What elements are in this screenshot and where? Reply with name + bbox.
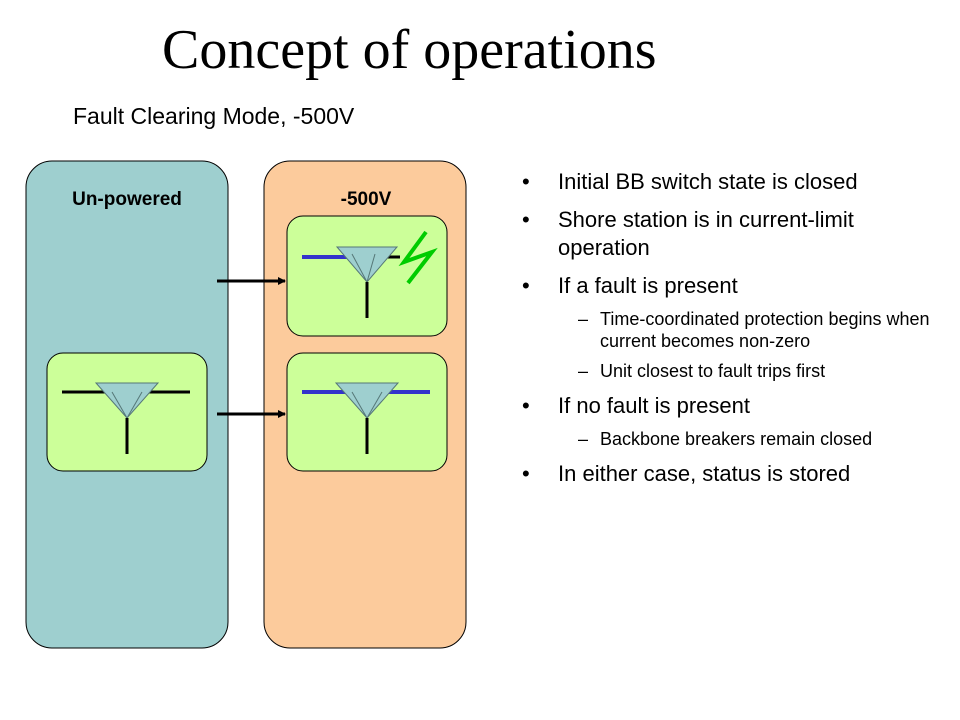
switch-icon	[302, 246, 400, 318]
bullet-item: • Shore station is in current-limit opera…	[520, 206, 940, 262]
bullet-list: • Initial BB switch state is closed • Shor…	[520, 168, 940, 498]
bullet-marker: •	[522, 169, 530, 194]
fault-lightning-icon	[398, 230, 438, 285]
bullet-item: • Initial BB switch state is closed	[520, 168, 940, 196]
sub-bullet-item: –Time-coordinated protection begins when…	[520, 308, 940, 352]
bullet-marker: •	[522, 207, 530, 232]
slide-title: Concept of operations	[162, 19, 657, 81]
sub-bullet-item: –Backbone breakers remain closed	[520, 428, 940, 450]
bullet-text: Initial BB switch state is closed	[558, 169, 858, 194]
energized-region-label: -500V	[341, 189, 392, 210]
bullet-marker: –	[578, 361, 589, 381]
bullet-text: In either case, status is stored	[558, 461, 851, 486]
switch-icon	[62, 382, 190, 454]
slide-subtitle: Fault Clearing Mode, -500V	[73, 103, 355, 129]
bullet-marker: •	[522, 393, 530, 418]
bullet-text: Backbone breakers remain closed	[600, 429, 873, 449]
bullet-marker: –	[578, 309, 589, 329]
bullet-item: • In either case, status is stored	[520, 460, 940, 488]
bullet-text: If no fault is present	[558, 393, 750, 418]
bullet-text: Shore station is in current-limit operat…	[558, 207, 854, 260]
bullet-text: Unit closest to fault trips first	[600, 361, 826, 381]
bullet-marker: –	[578, 429, 589, 449]
bullet-item: • If a fault is present	[520, 272, 940, 300]
bullet-marker: •	[522, 461, 530, 486]
bullet-text: If a fault is present	[558, 273, 738, 298]
switch-icon	[302, 382, 430, 454]
unpowered-region-label: Un-powered	[72, 189, 182, 210]
sub-bullet-item: –Unit closest to fault trips first	[520, 360, 940, 382]
bullet-item: • If no fault is present	[520, 392, 940, 420]
power-diagram: Un-powered -500V	[25, 160, 467, 649]
bullet-marker: •	[522, 273, 530, 298]
bullet-text: Time-coordinated protection begins when …	[600, 309, 930, 351]
